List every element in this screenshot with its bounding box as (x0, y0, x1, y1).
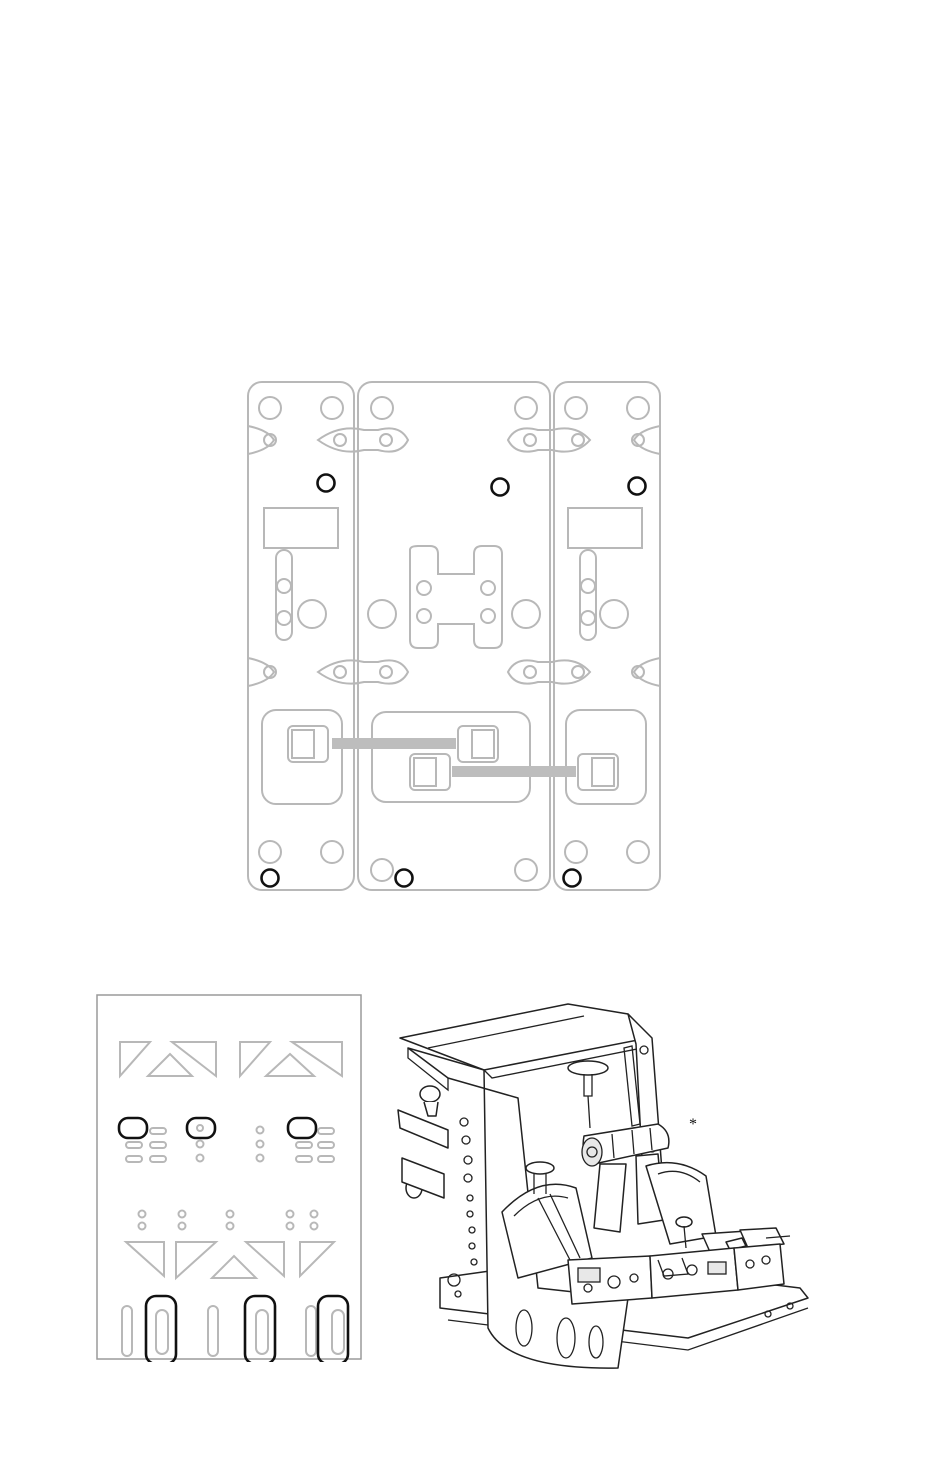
left-plate-outline (248, 382, 354, 890)
right-plate-outline (554, 382, 660, 890)
cable-lower (452, 766, 576, 777)
highlight-screw-hole (396, 870, 413, 887)
underside-diagram (96, 994, 364, 1362)
underside-plate-icon (96, 994, 364, 1362)
highlight-mount-slot (245, 1296, 275, 1362)
highlight-screw-hole (318, 475, 335, 492)
throttle-quadrant-icon (388, 998, 818, 1376)
highlight-mount-hole (187, 1118, 215, 1138)
highlight-screw-hole (262, 870, 279, 887)
center-plate-outline (358, 382, 550, 890)
throttle-quadrant-diagram (388, 998, 818, 1376)
cable-upper (332, 738, 456, 749)
highlight-screw-hole (492, 479, 509, 496)
mounting-plate-diagram (244, 378, 664, 896)
highlight-mount-slot (146, 1296, 176, 1362)
mounting-plate-icon (244, 378, 664, 896)
highlight-screw-hole (564, 870, 581, 887)
highlight-mount-hole (119, 1118, 147, 1138)
footnote-asterisk: * (689, 1116, 697, 1134)
highlight-mount-hole (288, 1118, 316, 1138)
highlight-screw-hole (629, 478, 646, 495)
